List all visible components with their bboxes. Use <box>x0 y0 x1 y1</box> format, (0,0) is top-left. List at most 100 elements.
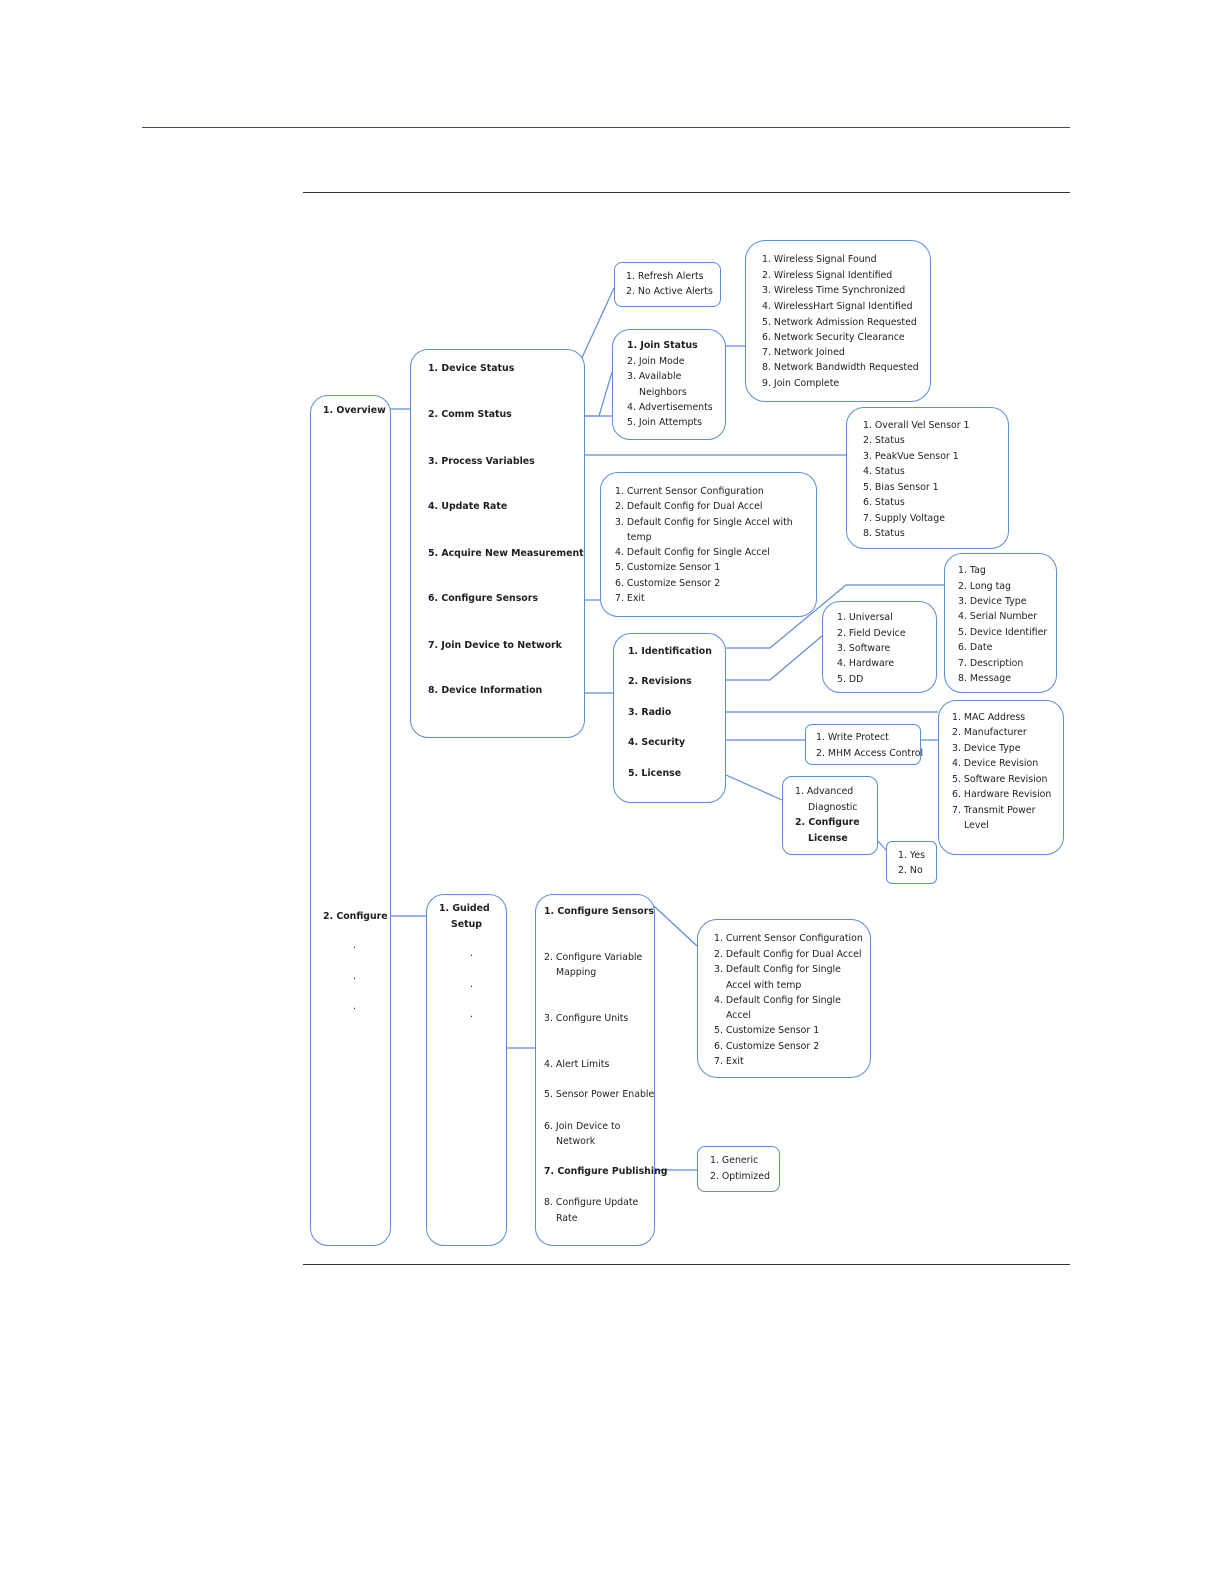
menu-item[interactable]: 8. Configure Update <box>544 1197 639 1208</box>
menu-item[interactable]: 4. Update Rate <box>428 501 508 512</box>
menu-item[interactable]: 7. Exit <box>615 593 645 604</box>
menu-item[interactable]: 3. Default Config for Single <box>714 964 841 975</box>
identification-menu-box: 1. Tag 2. Long tag 3. Device Type 4. Ser… <box>944 553 1057 693</box>
menu-item[interactable]: 1. Wireless Signal Found <box>762 254 877 265</box>
menu-item[interactable]: 4. Device Revision <box>952 758 1039 769</box>
menu-item[interactable]: 3. Wireless Time Synchronized <box>762 285 906 296</box>
menu-item[interactable]: 7. Supply Voltage <box>863 513 946 524</box>
license-menu-box: 1. Advanced Diagnostic 2. Configure Lice… <box>782 776 878 855</box>
menu-item[interactable]: 2. Default Config for Dual Accel <box>714 949 862 960</box>
guided-setup-item[interactable]: 1. Guided <box>439 903 490 914</box>
menu-item[interactable]: 6. Status <box>863 497 905 508</box>
menu-item[interactable]: 1. Generic <box>710 1155 759 1166</box>
menu-item[interactable]: 1. Join Status <box>627 340 698 351</box>
menu-item[interactable]: 2. No <box>898 865 923 876</box>
menu-item[interactable]: 2. MHM Access Control <box>816 748 924 759</box>
alerts-menu-box: 1. Refresh Alerts 2. No Active Alerts <box>614 262 721 307</box>
menu-item[interactable]: 2. Manufacturer <box>952 727 1027 738</box>
menu-item[interactable]: 3. Software <box>837 643 891 654</box>
configure-item[interactable]: 2. Configure <box>323 911 388 922</box>
menu-item[interactable]: 8. Message <box>958 673 1012 684</box>
menu-item[interactable]: 6. Configure Sensors <box>428 593 538 604</box>
configure-sensors-menu-box: 1. Current Sensor Configuration 2. Defau… <box>600 472 817 617</box>
menu-item[interactable]: 4. Hardware <box>837 658 895 669</box>
menu-item[interactable]: 7. Description <box>958 658 1024 669</box>
menu-item[interactable]: 2. Revisions <box>628 676 692 687</box>
menu-item[interactable]: 1. Advanced <box>795 786 854 797</box>
menu-item[interactable]: 5. Software Revision <box>952 774 1048 785</box>
menu-item[interactable]: 5. Join Attempts <box>627 417 702 428</box>
menu-item[interactable]: 6. Join Device to <box>544 1121 621 1132</box>
menu-item[interactable]: 5. Bias Sensor 1 <box>863 482 939 493</box>
menu-item[interactable]: 6. Network Security Clearance <box>762 332 905 343</box>
menu-item[interactable]: 4. Default Config for Single <box>714 995 841 1006</box>
menu-item[interactable]: 8. Network Bandwidth Requested <box>762 362 919 373</box>
menu-item[interactable]: 3. Device Type <box>952 743 1021 754</box>
menu-item[interactable]: 6. Customize Sensor 2 <box>615 578 721 589</box>
menu-item[interactable]: 5. Device Identifier <box>958 627 1048 638</box>
menu-item[interactable]: 3. Process Variables <box>428 456 535 467</box>
menu-item[interactable]: 1. Identification <box>628 646 712 657</box>
menu-item[interactable]: 2. Configure <box>795 817 860 828</box>
menu-item[interactable]: 5. Acquire New Measurement <box>428 548 584 559</box>
menu-item[interactable]: 2. No Active Alerts <box>626 286 713 297</box>
menu-item[interactable]: 1. Universal <box>837 612 893 623</box>
menu-item[interactable]: 1. Configure Sensors <box>544 906 654 917</box>
menu-item[interactable]: 8. Device Information <box>428 685 543 696</box>
menu-item[interactable]: 5. Customize Sensor 1 <box>615 562 721 573</box>
menu-item[interactable]: 2. Configure Variable <box>544 952 643 963</box>
menu-item[interactable]: 2. Long tag <box>958 581 1011 592</box>
figure-bottom-rule <box>303 1264 1070 1265</box>
menu-item[interactable]: 6. Hardware Revision <box>952 789 1052 800</box>
radio-menu-box: 1. MAC Address 2. Manufacturer 3. Device… <box>938 700 1064 855</box>
menu-item[interactable]: 2. Default Config for Dual Accel <box>615 501 763 512</box>
menu-item[interactable]: 6. Customize Sensor 2 <box>714 1041 820 1052</box>
menu-item[interactable]: 1. Device Status <box>428 363 515 374</box>
overview-item[interactable]: 1. Overview <box>323 405 386 416</box>
menu-item[interactable]: 3. Default Config for Single Accel with <box>615 517 793 528</box>
menu-item[interactable]: 9. Join Complete <box>762 378 840 389</box>
menu-item[interactable]: 2. Optimized <box>710 1171 770 1182</box>
menu-item[interactable]: 1. Write Protect <box>816 732 889 743</box>
menu-item[interactable]: 5. License <box>628 768 682 779</box>
menu-item[interactable]: 4. Status <box>863 466 905 477</box>
process-variables-menu-box: 1. Overall Vel Sensor 1 2. Status 3. Pea… <box>846 407 1009 549</box>
menu-item[interactable]: 5. Network Admission Requested <box>762 317 917 328</box>
menu-item[interactable]: 1. Yes <box>898 850 926 861</box>
menu-item[interactable]: 5. Customize Sensor 1 <box>714 1025 820 1036</box>
menu-item[interactable]: 4. Serial Number <box>958 611 1038 622</box>
menu-item[interactable]: 1. Refresh Alerts <box>626 271 704 282</box>
menu-item[interactable]: 7. Join Device to Network <box>428 640 562 651</box>
menu-item[interactable]: 5. DD <box>837 674 864 685</box>
menu-item[interactable]: 4. Alert Limits <box>544 1059 610 1070</box>
menu-item[interactable]: 4. Advertisements <box>627 402 713 413</box>
menu-item[interactable]: 2. Field Device <box>837 628 906 639</box>
menu-item[interactable]: 1. Current Sensor Configuration <box>714 933 863 944</box>
menu-item[interactable]: 3. Radio <box>628 707 672 718</box>
menu-item[interactable]: 4. Default Config for Single Accel <box>615 547 770 558</box>
menu-item[interactable]: 2. Status <box>863 435 905 446</box>
figure-top-rule <box>303 192 1070 193</box>
menu-item[interactable]: 1. Overall Vel Sensor 1 <box>863 420 970 431</box>
menu-item[interactable]: 2. Join Mode <box>627 356 685 367</box>
menu-item[interactable]: 3. PeakVue Sensor 1 <box>863 451 959 462</box>
menu-item[interactable]: 2. Comm Status <box>428 409 512 420</box>
menu-item[interactable]: 3. Device Type <box>958 596 1027 607</box>
menu-item[interactable]: 3. Available <box>627 371 682 382</box>
menu-item[interactable]: 4. Security <box>628 737 686 748</box>
menu-item[interactable]: 1. Current Sensor Configuration <box>615 486 764 497</box>
menu-item[interactable]: 4. WirelessHart Signal Identified <box>762 301 913 312</box>
menu-item[interactable]: 1. Tag <box>958 565 986 576</box>
menu-item[interactable]: 2. Wireless Signal Identified <box>762 270 893 281</box>
menu-item[interactable]: 3. Configure Units <box>544 1013 629 1024</box>
publishing-menu-box: 1. Generic 2. Optimized <box>697 1146 780 1192</box>
menu-item[interactable]: 5. Sensor Power Enable <box>544 1089 655 1100</box>
menu-item[interactable]: 8. Status <box>863 528 905 539</box>
menu-item[interactable]: 7. Configure Publishing <box>544 1166 668 1177</box>
menu-item[interactable]: 7. Exit <box>714 1056 744 1067</box>
menu-item[interactable]: 1. MAC Address <box>952 712 1026 723</box>
menu-item[interactable]: 6. Date <box>958 642 993 653</box>
menu-item[interactable]: 7. Network Joined <box>762 347 845 358</box>
menu-item[interactable]: 7. Transmit Power <box>952 805 1036 816</box>
